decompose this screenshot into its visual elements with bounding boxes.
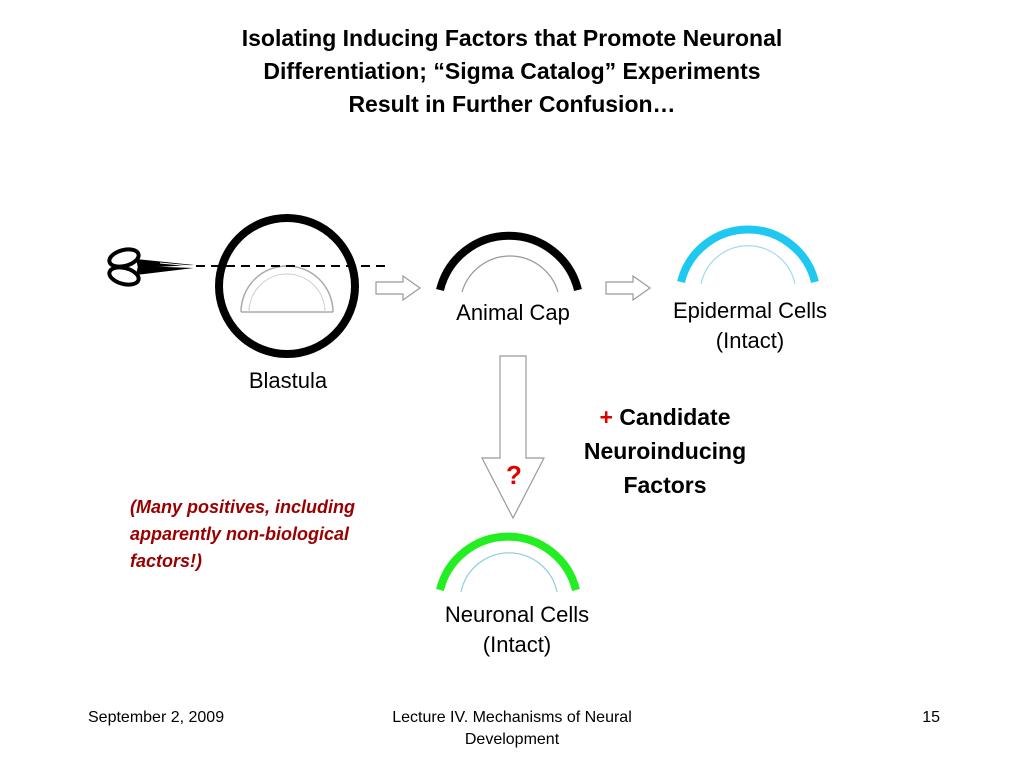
- footer-page-number: 15: [922, 709, 940, 726]
- neuronal-label-line-1: Neuronal Cells: [444, 602, 590, 627]
- title-line-1: Isolating Inducing Factors that Promote …: [241, 25, 783, 51]
- blastula-label: Blastula: [248, 368, 328, 393]
- animal-cap-shape: [436, 231, 582, 293]
- epidermal-cells-label: Epidermal Cells (Intact): [630, 296, 870, 356]
- factors-line-1: + Candidate: [555, 400, 775, 434]
- animal-cap-label: Animal Cap: [456, 300, 570, 325]
- question-mark: ?: [506, 460, 522, 490]
- epidermal-label-line-1: Epidermal Cells: [672, 298, 828, 323]
- lecture-line-2: Development: [464, 731, 560, 748]
- note-line-1: (Many positives, including: [130, 497, 356, 517]
- candidate-factors-label: + Candidate Neuroinducing Factors: [555, 400, 775, 502]
- factors-line-2: Neuroinducing: [583, 438, 747, 464]
- epidermal-cap-shape: [677, 225, 819, 285]
- footer-date: September 2, 2009: [88, 709, 225, 726]
- neuronal-cells-label: Neuronal Cells (Intact): [397, 600, 637, 660]
- lecture-line-1: Lecture IV. Mechanisms of Neural: [392, 709, 632, 726]
- positives-note: (Many positives, including apparently no…: [130, 494, 430, 575]
- arrow-to-epidermal: [605, 274, 652, 302]
- note-line-2: apparently non-biological: [130, 524, 350, 544]
- slide-title: Isolating Inducing Factors that Promote …: [140, 22, 884, 121]
- factors-line-3: Factors: [623, 472, 707, 498]
- scissors-icon: [107, 247, 194, 287]
- factors-candidate: Candidate: [619, 404, 731, 430]
- blastula-sphere: [215, 214, 359, 358]
- title-line-3: Result in Further Confusion…: [348, 91, 676, 117]
- epidermal-label-line-2: (Intact): [715, 328, 785, 353]
- note-line-3: factors!): [130, 551, 203, 571]
- down-arrow: [481, 355, 545, 520]
- plus-sign: +: [599, 404, 613, 430]
- neuronal-label-line-2: (Intact): [482, 632, 552, 657]
- neuronal-cap-shape: [436, 532, 580, 593]
- arrow-to-animal-cap: [375, 274, 422, 302]
- title-line-2: Differentiation; “Sigma Catalog” Experim…: [263, 58, 761, 84]
- footer-lecture-title: Lecture IV. Mechanisms of Neural Develop…: [352, 707, 672, 751]
